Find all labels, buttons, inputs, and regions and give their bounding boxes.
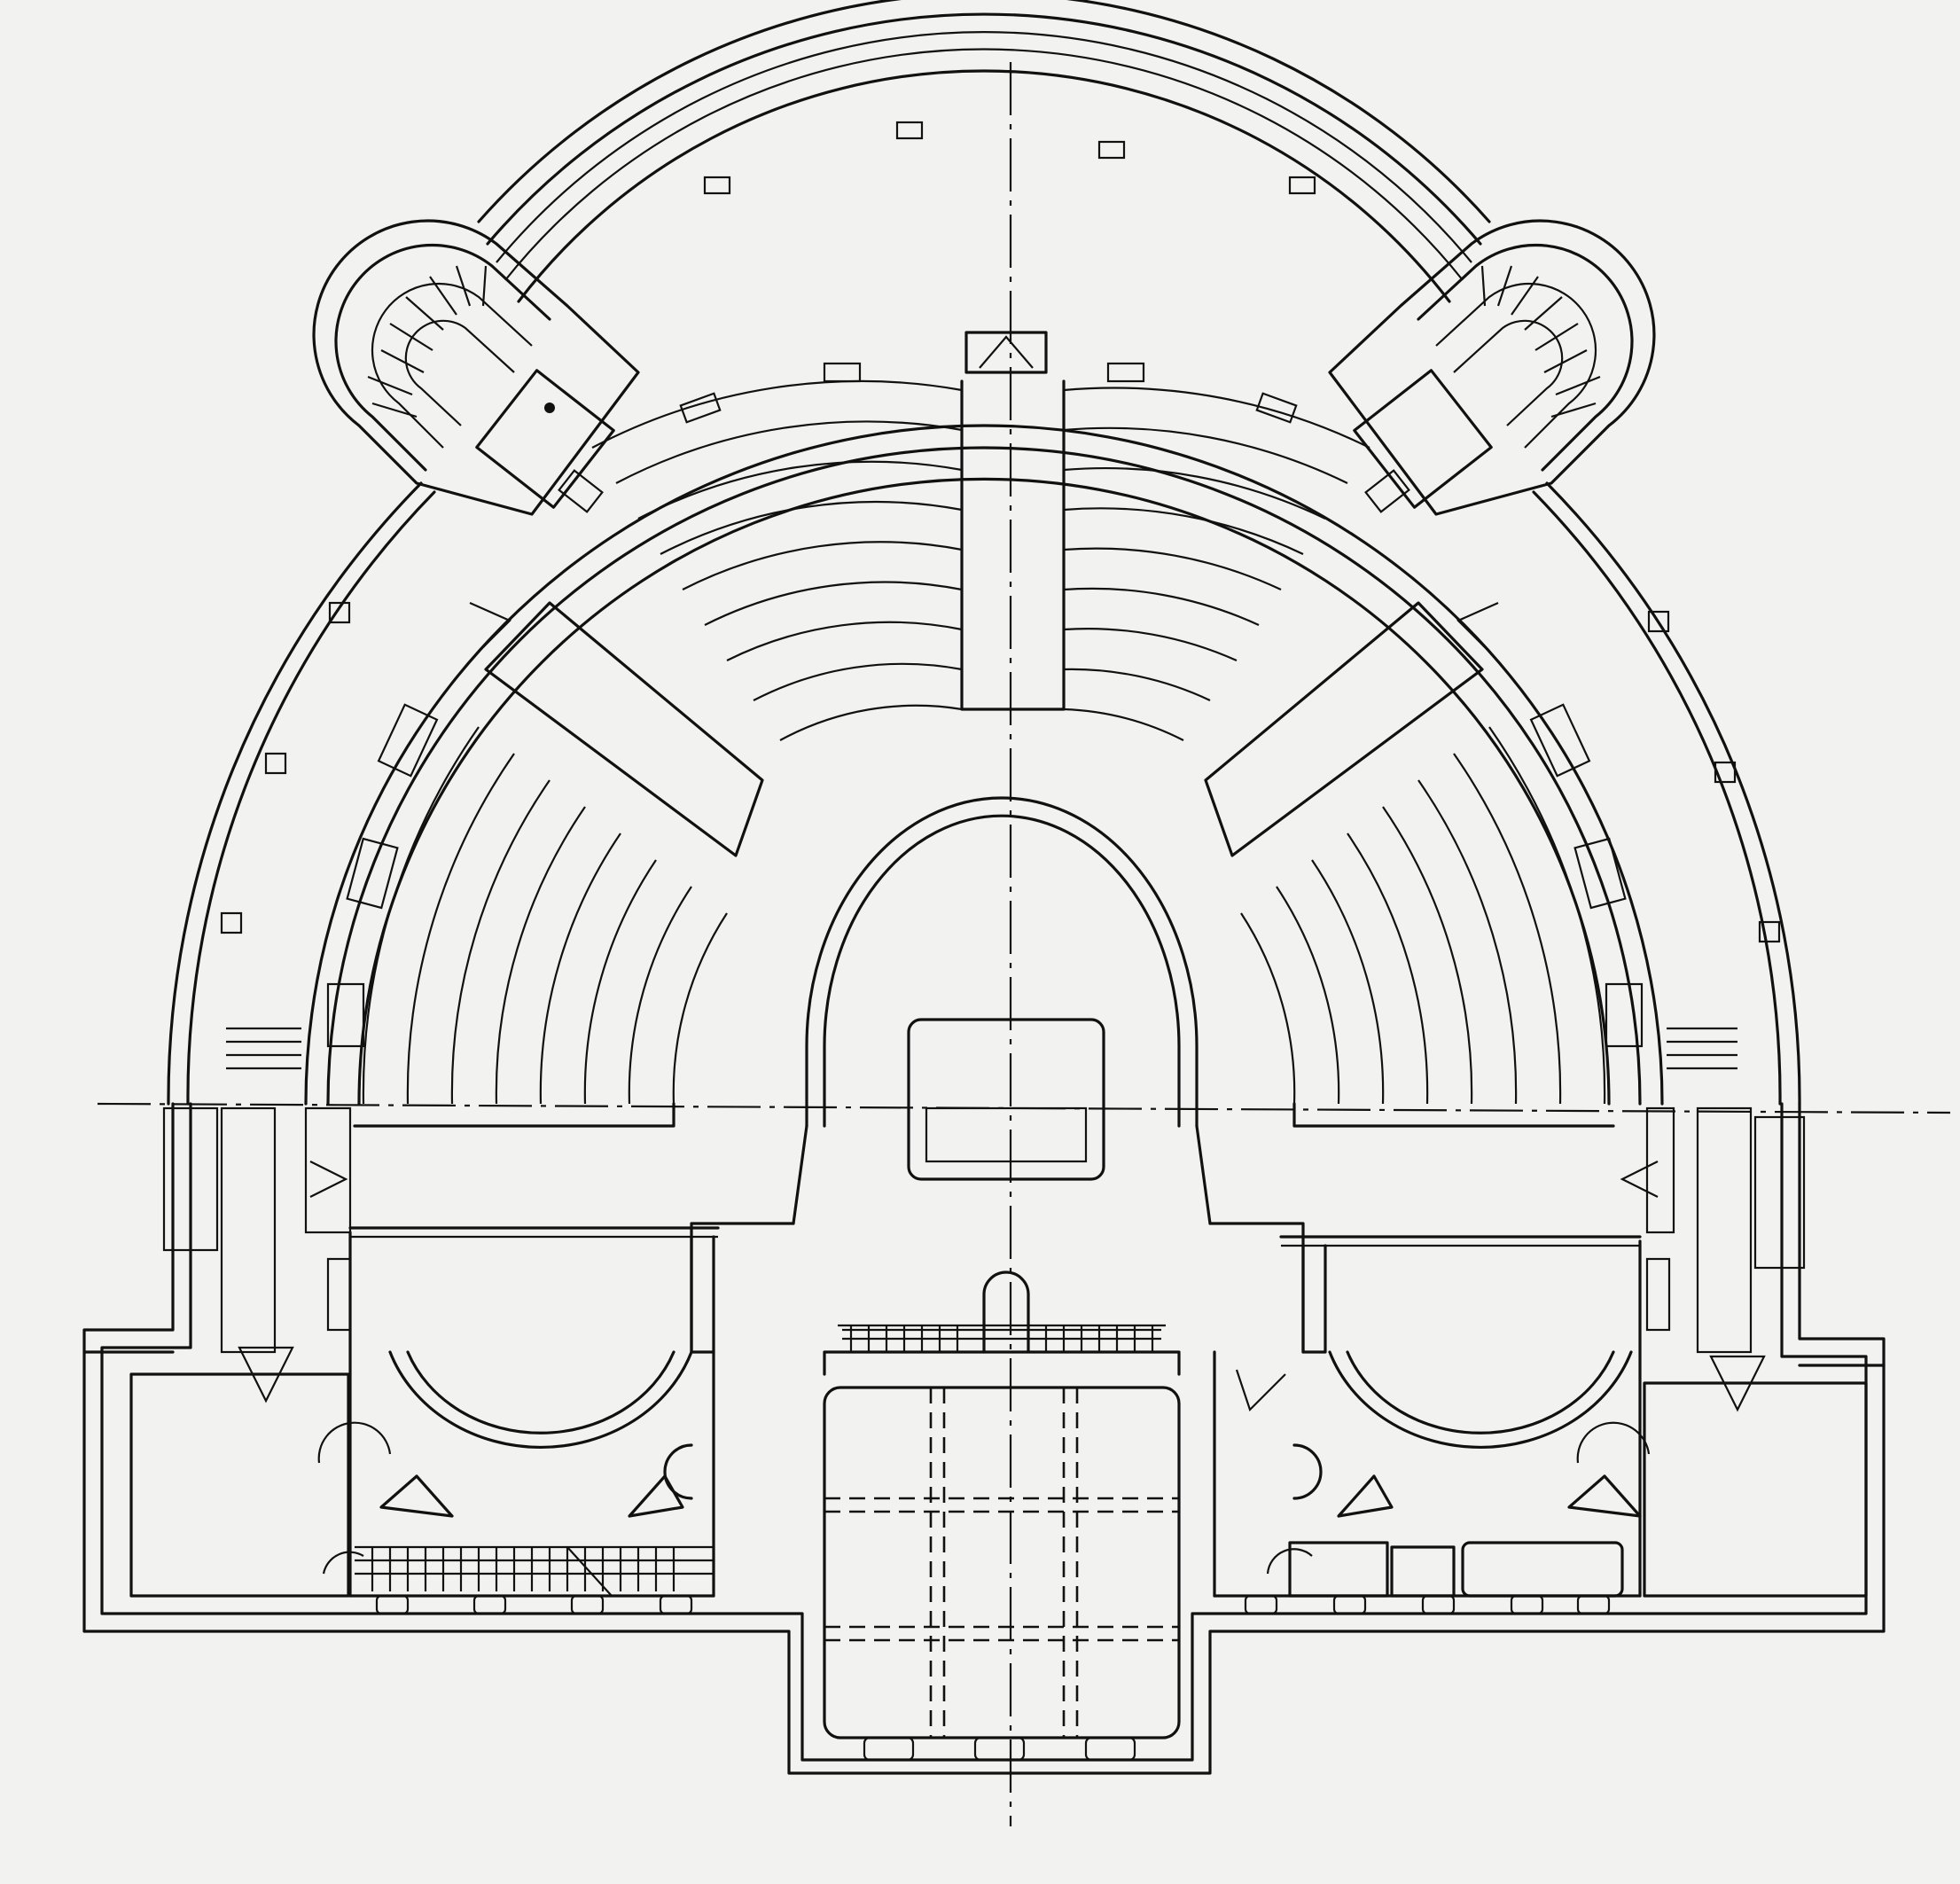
rooms-left xyxy=(129,1106,715,1598)
door-swings xyxy=(238,601,1766,1575)
orchestra-arch xyxy=(690,796,1305,1354)
cross-corridor xyxy=(348,1226,1642,1354)
axis-lines xyxy=(97,62,1951,1826)
bottom-piers xyxy=(375,1594,1611,1615)
stair-tower-left xyxy=(312,219,640,516)
seating-upper xyxy=(591,379,1370,741)
seating-right xyxy=(1240,726,1615,1128)
seating-left xyxy=(353,726,728,1128)
auditorium-wall xyxy=(304,331,1664,1106)
stage-block xyxy=(823,1270,1181,1762)
stair-tower-right xyxy=(1328,219,1656,516)
lower-building xyxy=(82,1102,1886,1775)
outer-colonnade xyxy=(477,0,1491,303)
aisles xyxy=(484,379,1484,857)
outer-wall xyxy=(167,481,1801,1106)
rooms-right xyxy=(1213,1106,1868,1598)
